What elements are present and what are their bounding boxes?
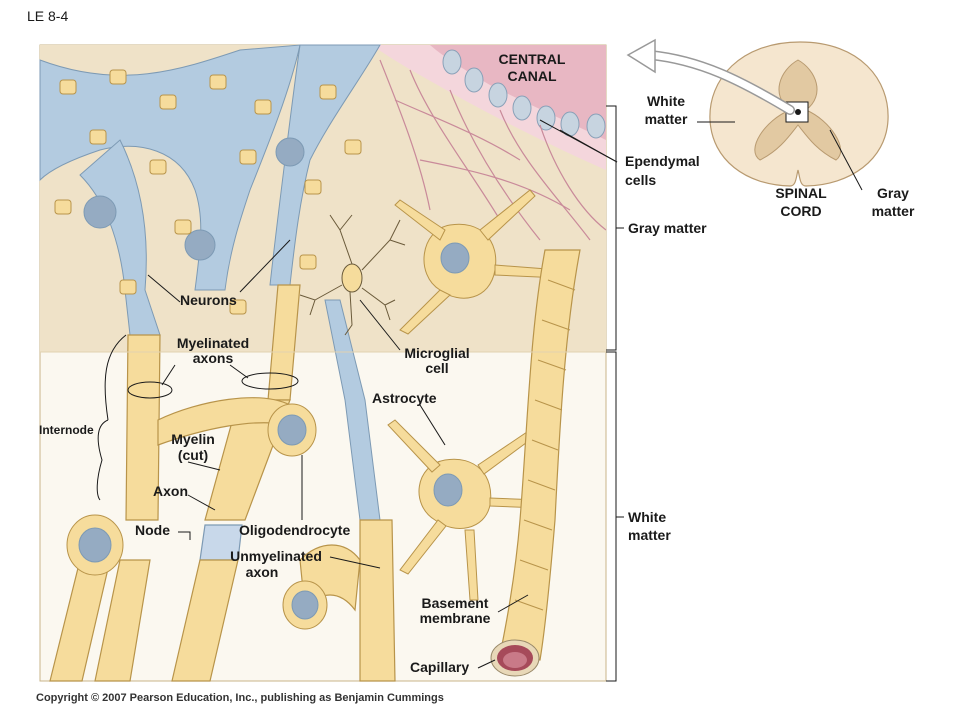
myelinated-axons [49,284,396,682]
label-capillary: Capillary [410,659,469,675]
label-ependymal-cells-1: Ependymal [625,153,700,169]
figure-id: LE 8-4 [27,8,68,24]
label-myelin-cut-2: (cut) [178,447,208,463]
label-gray-matter-cord-2: matter [872,203,915,219]
label-unmyelinated-axon-1: Unmyelinated [230,548,322,564]
label-unmyelinated-axon-2: axon [246,564,279,580]
label-microglial-cell-1: Microglial [404,345,469,361]
spinal-cord-cross-section [709,41,889,187]
label-central-canal-2: CANAL [508,68,557,84]
label-oligodendrocyte: Oligodendrocyte [239,522,350,538]
label-neurons: Neurons [180,292,237,308]
label-white-matter-top-1: White [647,93,685,109]
label-white-matter-top-2: matter [645,111,688,127]
label-spinal-cord-2: CORD [780,203,821,219]
label-astrocyte: Astrocyte [372,390,437,406]
neurons [39,44,393,606]
tissue-illustration [39,44,607,682]
zoom-arrow [626,38,795,115]
label-myelinated-axons-2: axons [193,350,234,366]
label-node: Node [135,522,170,538]
label-myelinated-axons-1: Myelinated [177,335,249,351]
ependymal-lining [372,45,607,241]
label-central-canal-1: CENTRAL [499,51,566,67]
microglial-cell [299,214,406,336]
region-brackets [606,105,624,682]
label-basement-membrane-2: membrane [420,610,491,626]
label-microglial-cell-2: cell [425,360,448,376]
leader-lines [96,119,863,669]
label-internode: Internode [39,423,94,437]
label-ependymal-cells-2: cells [625,172,656,188]
label-axon: Axon [153,483,188,499]
oligodendrocyte [66,403,328,630]
label-gray-matter-mid: Gray matter [628,220,707,236]
label-white-matter-low-1: White [628,509,666,525]
astrocyte-end-feet [54,69,362,315]
label-white-matter-low-2: matter [628,527,671,543]
label-basement-membrane-1: Basement [422,595,489,611]
copyright-notice: Copyright © 2007 Pearson Education, Inc.… [36,692,444,704]
labels: CENTRAL CANAL White matter Ependymal cel… [39,51,915,675]
label-spinal-cord-1: SPINAL [775,185,827,201]
upper-astrocyte [394,189,561,335]
label-myelin-cut-1: Myelin [171,431,215,447]
label-gray-matter-cord-1: Gray [877,185,909,201]
